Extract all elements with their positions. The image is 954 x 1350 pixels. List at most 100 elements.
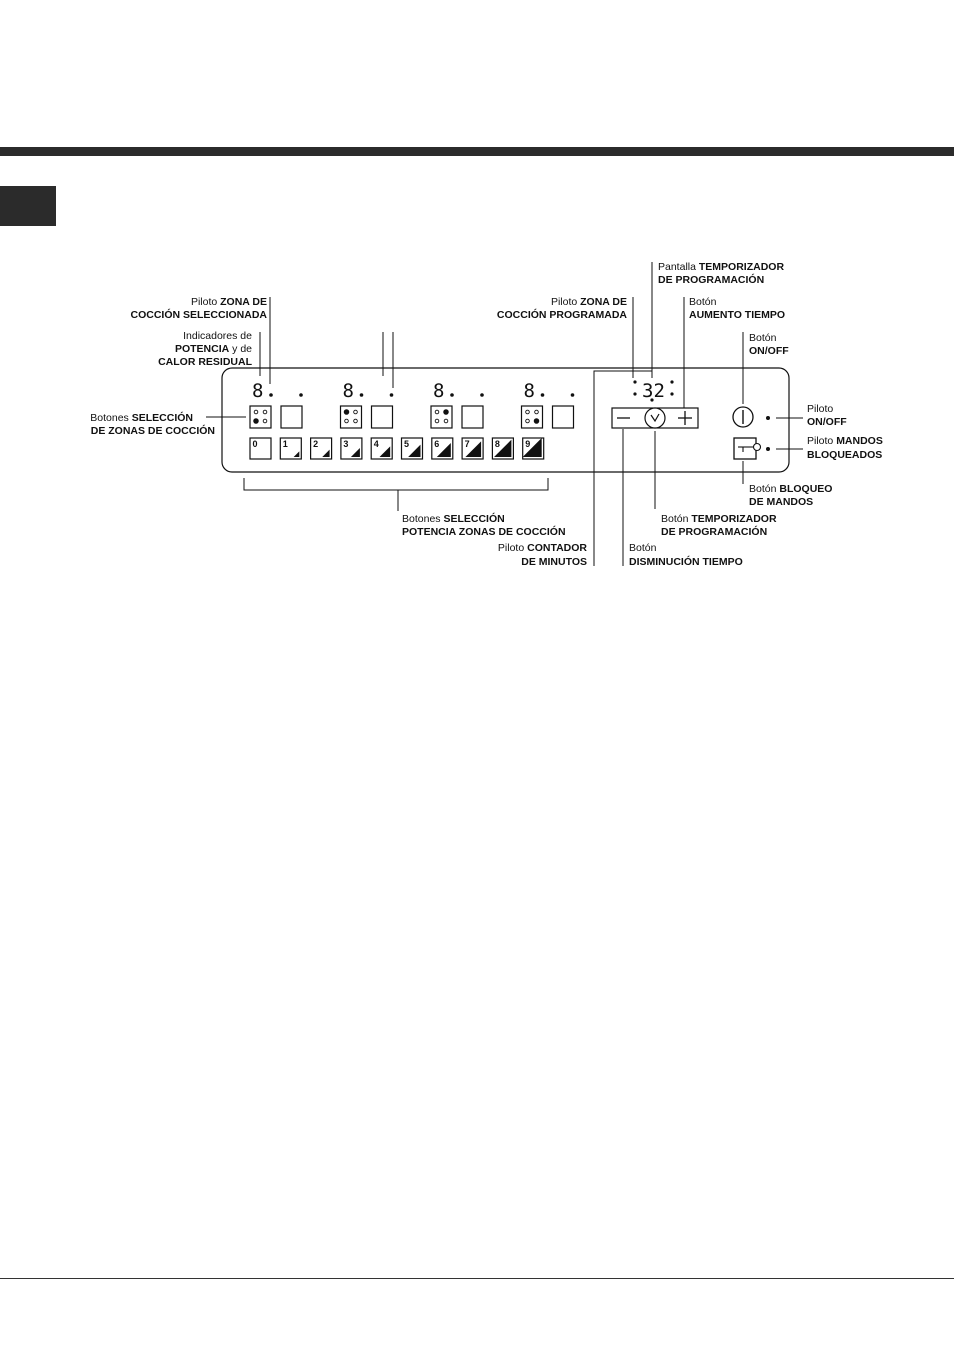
label-contador-2: DE MINUTOS (521, 556, 587, 568)
power-level-number: 8 (495, 439, 500, 449)
label-disminucion-2: DISMINUCIÓN TIEMPO (629, 555, 743, 568)
power-level-wedge (465, 441, 482, 457)
label-mandos-1: Piloto MANDOS (807, 435, 883, 447)
leader-contador (593, 370, 652, 566)
power-level-button[interactable]: 1 (279, 437, 302, 460)
power-level-number: 0 (253, 439, 258, 449)
zone-selected-led (540, 393, 545, 397)
label-onoff-button-2: ON/OFF (749, 345, 789, 357)
label-aumento-2: AUMENTO TIEMPO (689, 309, 785, 321)
label-seleccion-zonas-2: DE ZONAS DE COCCIÓN (91, 424, 215, 437)
label-zona-seleccionada-2: COCCIÓN SELECCIONADA (130, 308, 267, 321)
timer-control (611, 407, 699, 429)
label-seleccion-zonas-1: Botones SELECCIÓN (90, 411, 193, 424)
label-piloto-onoff-1: Piloto (807, 403, 833, 415)
header-bar (0, 147, 954, 156)
label-zona-programada-1: Piloto ZONA DE (551, 296, 627, 308)
zone-aux-button[interactable] (370, 405, 394, 429)
power-level-number: 3 (343, 439, 348, 449)
hob-zones-rear-right-icon[interactable] (434, 409, 449, 424)
label-bloqueo-2: DE MANDOS (749, 496, 813, 508)
power-level-button[interactable]: 8 (491, 437, 514, 460)
power-level-button[interactable]: 7 (461, 437, 484, 460)
label-zona-programada-2: COCCIÓN PROGRAMADA (497, 308, 627, 321)
label-indicadores-3: CALOR RESIDUAL (158, 356, 253, 368)
cooking-zone-group: 8 (339, 380, 394, 429)
label-indicadores-1: Indicadores de (183, 330, 252, 342)
zone-programmed-led (389, 393, 394, 397)
power-level-button[interactable]: 4 (370, 437, 393, 460)
power-level-number: 1 (283, 439, 288, 449)
power-level-button[interactable]: 2 (310, 437, 333, 460)
power-level-button[interactable]: 0 (249, 437, 272, 460)
power-level-wedge (494, 439, 512, 457)
zone-programmed-led (299, 393, 303, 397)
power-level-number: 9 (525, 439, 530, 449)
power-level-wedge (379, 446, 391, 457)
power-level-wedge (436, 443, 451, 457)
label-mandos-2: BLOQUEADOS (807, 449, 882, 461)
timer-led-top (670, 380, 674, 384)
power-level-button[interactable]: 6 (431, 437, 454, 460)
hob-zones-front-left-icon[interactable] (253, 409, 268, 424)
zone-selected-led (450, 393, 454, 397)
zone-aux-button[interactable] (461, 405, 484, 429)
zone-aux-button[interactable] (280, 405, 303, 429)
zone-selected-led (359, 393, 364, 397)
label-bloqueo-1: Botón BLOQUEO (749, 483, 832, 495)
clock-icon[interactable] (644, 407, 666, 429)
power-level-number: 7 (465, 439, 470, 449)
label-zona-seleccionada-1: Piloto ZONA DE (191, 296, 267, 308)
power-level-wedge (293, 451, 300, 457)
power-level-wedge (350, 448, 360, 457)
hob-zones-front-right-icon[interactable] (525, 409, 540, 424)
footer-rule (0, 1278, 954, 1279)
power-level-wedge (522, 438, 542, 457)
minute-counter-led (650, 398, 654, 402)
timer-display: 32 (633, 380, 674, 402)
label-indicadores-2: POTENCIA y de (175, 343, 252, 355)
label-onoff-button-1: Botón (749, 332, 777, 344)
power-level-button[interactable]: 5 (400, 437, 424, 460)
timer-digits: 32 (642, 380, 665, 402)
power-level-number: 5 (404, 439, 409, 449)
hob-zones-rear-left-icon[interactable] (343, 409, 358, 424)
power-button[interactable] (732, 406, 754, 428)
key-lock-icon[interactable] (733, 437, 757, 460)
increase-time-button[interactable] (678, 411, 692, 425)
power-level-button[interactable]: 9 (522, 437, 545, 460)
timer-zone-led-bottom (633, 392, 637, 396)
power-level-number: 2 (313, 439, 318, 449)
zone-power-digit: 8 (524, 380, 535, 402)
zone-select-button[interactable] (520, 405, 544, 429)
zone-select-button[interactable] (430, 405, 453, 429)
lock-button[interactable] (733, 437, 762, 460)
power-level-number: 6 (434, 439, 439, 449)
zone-selected-led (269, 393, 273, 397)
control-panel-outline (221, 367, 790, 473)
bracket-potencia (243, 478, 549, 491)
language-tab (0, 186, 56, 226)
label-disminucion-1: Botón (629, 542, 657, 554)
zone-select-button[interactable] (249, 405, 272, 429)
label-pantalla-2: DE PROGRAMACIÓN (658, 273, 764, 286)
zone-groups: 8 8 8 8 (249, 380, 575, 429)
label-potencia-1: Botones SELECCIÓN (402, 512, 505, 525)
label-temporizador-1: Botón TEMPORIZADOR (661, 513, 777, 525)
controls-locked-led (766, 447, 770, 451)
power-level-wedge (322, 449, 330, 457)
on-off-led (766, 416, 770, 420)
zone-aux-button[interactable] (551, 405, 575, 429)
label-pantalla-1: Pantalla TEMPORIZADOR (658, 261, 784, 273)
zone-programmed-led (570, 393, 575, 397)
power-level-number: 4 (374, 439, 379, 449)
label-piloto-onoff-2: ON/OFF (807, 416, 847, 428)
zone-select-button[interactable] (339, 405, 363, 429)
cooking-zone-group: 8 (249, 380, 303, 429)
timer-led-bottom (670, 392, 674, 396)
power-level-button[interactable]: 3 (340, 437, 363, 460)
zone-programmed-led (480, 393, 484, 397)
power-level-buttons: 0 1 2 3 4 5 6 7 8 9 (249, 437, 545, 460)
cooking-zone-group: 8 (430, 380, 484, 429)
zone-power-digit: 8 (343, 380, 354, 402)
